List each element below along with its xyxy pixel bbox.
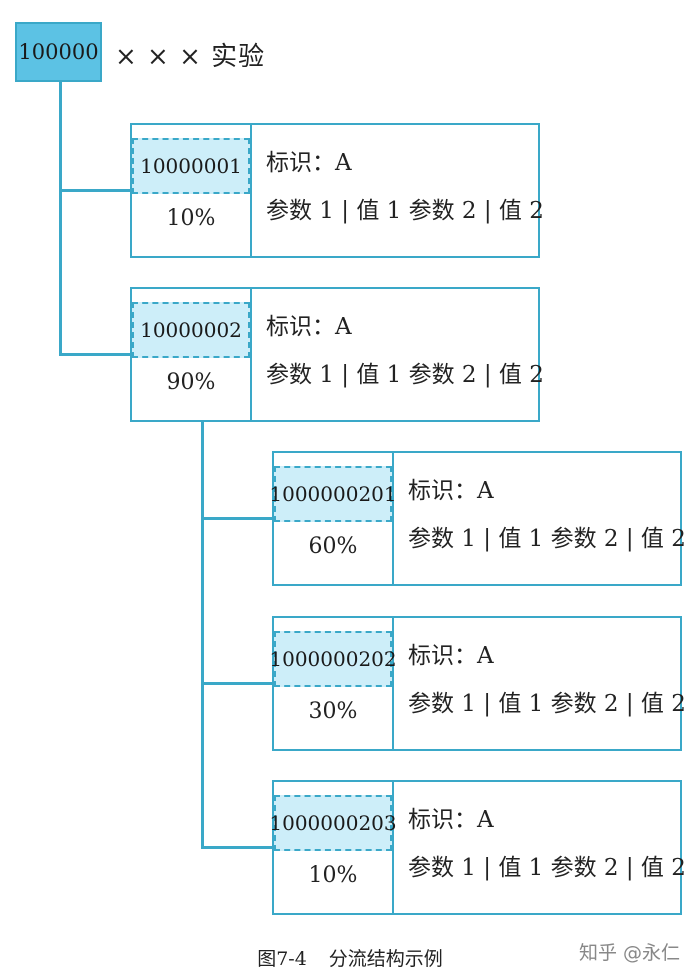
root-node-id: 100000 [18, 40, 99, 64]
node-params: 参数 1 | 值 1 参数 2 | 值 2 [408, 526, 686, 552]
node-params: 参数 1 | 值 1 参数 2 | 值 2 [408, 855, 686, 881]
node-id-box: 1000000202 [269, 631, 397, 687]
node-label: 标识：A [266, 150, 352, 176]
node-id: 1000000203 [269, 811, 397, 835]
node-percentage: 90% [166, 370, 216, 395]
root-title: × × × 实验 [115, 42, 266, 72]
watermark: 知乎 @永仁 [578, 942, 680, 964]
node-id-section: 10000002 90% [132, 289, 252, 420]
connector-branch-4 [201, 682, 273, 685]
node-label: 标识：A [408, 643, 494, 669]
figure-caption-text: 分流结构示例 [328, 948, 443, 970]
node-id-box: 10000002 [132, 302, 250, 358]
connector-branch-2 [59, 353, 131, 356]
node-label: 标识：A [408, 478, 494, 504]
node-card-10000002: 10000002 90% 标识：A 参数 1 | 值 1 参数 2 | 值 2 [130, 287, 544, 422]
node-id-section: 1000000203 10% [269, 782, 397, 913]
connector-branch-5 [201, 846, 273, 849]
figure-number: 图7-4 [257, 948, 307, 970]
node-id: 10000001 [140, 154, 242, 178]
node-percentage: 30% [308, 699, 358, 724]
node-info-section: 标识：A 参数 1 | 值 1 参数 2 | 值 2 [252, 125, 544, 256]
node-id-section: 1000000202 30% [269, 618, 397, 749]
node-params: 参数 1 | 值 1 参数 2 | 值 2 [266, 362, 544, 388]
connector-branch-3 [201, 517, 273, 520]
node-percentage: 60% [308, 534, 358, 559]
node-params: 参数 1 | 值 1 参数 2 | 值 2 [408, 691, 686, 717]
node-id-box: 10000001 [132, 138, 250, 194]
connector-root-vertical [59, 82, 62, 356]
node-id-section: 10000001 10% [132, 125, 252, 256]
node-label: 标识：A [408, 807, 494, 833]
node-info-section: 标识：A 参数 1 | 值 1 参数 2 | 值 2 [394, 782, 686, 913]
node-label: 标识：A [266, 314, 352, 340]
node-id: 1000000202 [269, 647, 397, 671]
node-id-box: 1000000201 [269, 466, 397, 522]
node-info-section: 标识：A 参数 1 | 值 1 参数 2 | 值 2 [394, 618, 686, 749]
node-percentage: 10% [308, 863, 358, 888]
root-node: 100000 [15, 22, 102, 82]
node-id: 10000002 [140, 318, 242, 342]
node-card-1000000201: 1000000201 60% 标识：A 参数 1 | 值 1 参数 2 | 值 … [269, 451, 686, 586]
node-id-section: 1000000201 60% [269, 453, 397, 584]
node-card-1000000202: 1000000202 30% 标识：A 参数 1 | 值 1 参数 2 | 值 … [269, 616, 686, 751]
node-percentage: 10% [166, 206, 216, 231]
node-id-box: 1000000203 [269, 795, 397, 851]
node-params: 参数 1 | 值 1 参数 2 | 值 2 [266, 198, 544, 224]
connector-branch-1 [59, 189, 131, 192]
node-id: 1000000201 [269, 482, 397, 506]
node-info-section: 标识：A 参数 1 | 值 1 参数 2 | 值 2 [394, 453, 686, 584]
node-card-1000000203: 1000000203 10% 标识：A 参数 1 | 值 1 参数 2 | 值 … [269, 780, 686, 915]
node-info-section: 标识：A 参数 1 | 值 1 参数 2 | 值 2 [252, 289, 544, 420]
figure-caption: 图7-4 分流结构示例 [0, 944, 700, 971]
node-card-10000001: 10000001 10% 标识：A 参数 1 | 值 1 参数 2 | 值 2 [130, 123, 544, 258]
connector-child-vertical [201, 421, 204, 849]
